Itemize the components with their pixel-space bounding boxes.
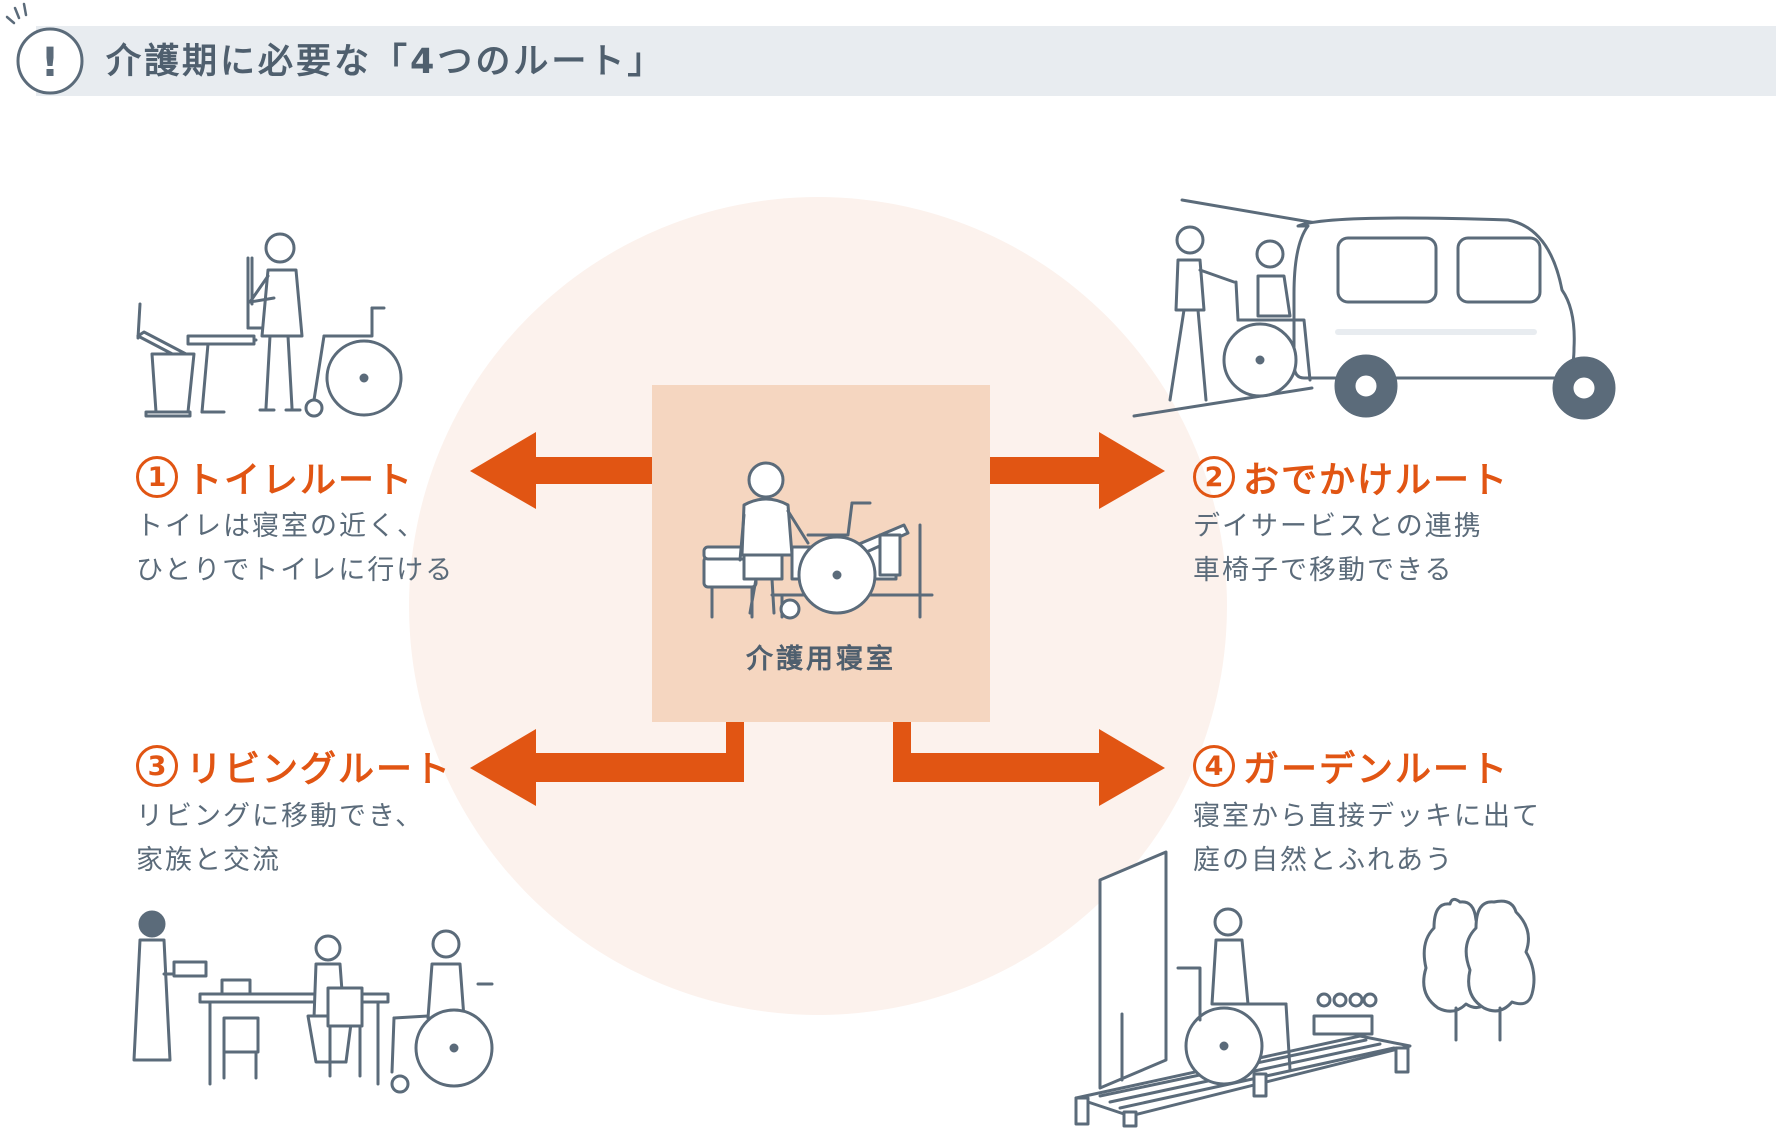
route-number-1: 1 xyxy=(136,456,178,498)
care-bedroom-box: 介護用寝室 xyxy=(652,385,990,722)
route-label-outing: おでかけルート xyxy=(1243,460,1510,501)
route-label-living: リビングルート xyxy=(186,749,453,790)
route-title-garden: 4 ガーデンルート xyxy=(1193,740,1509,792)
bedroom-illustration xyxy=(702,461,934,620)
arrow-garden xyxy=(893,722,1165,806)
route-label-garden: ガーデンルート xyxy=(1243,749,1510,790)
route-label-toilet: トイレルート xyxy=(186,460,415,501)
arrow-group xyxy=(470,432,1165,806)
page-title: 介護期に必要な「4つのルート」 xyxy=(106,42,666,82)
garden-illustration xyxy=(1074,850,1536,1128)
route-desc-garden: 寝室から直接デッキに出て 庭の自然とふれあう xyxy=(1193,801,1541,876)
alert-icon: ! xyxy=(5,2,84,95)
route-desc-living: リビングに移動でき、 家族と交流 xyxy=(136,801,425,876)
route-title-toilet: 1 トイレルート xyxy=(136,451,414,503)
route-desc-toilet: トイレは寝室の近く、 ひとりでトイレに行ける xyxy=(136,511,455,586)
route-desc-outing: デイサービスとの連携 車椅子で移動できる xyxy=(1193,511,1483,586)
route-number-3: 3 xyxy=(136,745,178,787)
alert-glyph: ! xyxy=(41,40,59,86)
arrow-toilet xyxy=(470,432,652,509)
center-label: 介護用寝室 xyxy=(746,644,896,675)
route-number-4: 4 xyxy=(1193,745,1235,787)
living-illustration xyxy=(132,910,494,1094)
toilet-illustration xyxy=(136,232,403,418)
header-bar xyxy=(36,26,1776,96)
route-number-2: 2 xyxy=(1193,456,1235,498)
arrow-outing xyxy=(990,432,1165,509)
route-title-living: 3 リビングルート xyxy=(136,740,452,792)
arrow-living xyxy=(470,722,744,806)
van-illustration xyxy=(1132,198,1616,420)
route-title-outing: 2 おでかけルート xyxy=(1193,451,1509,503)
